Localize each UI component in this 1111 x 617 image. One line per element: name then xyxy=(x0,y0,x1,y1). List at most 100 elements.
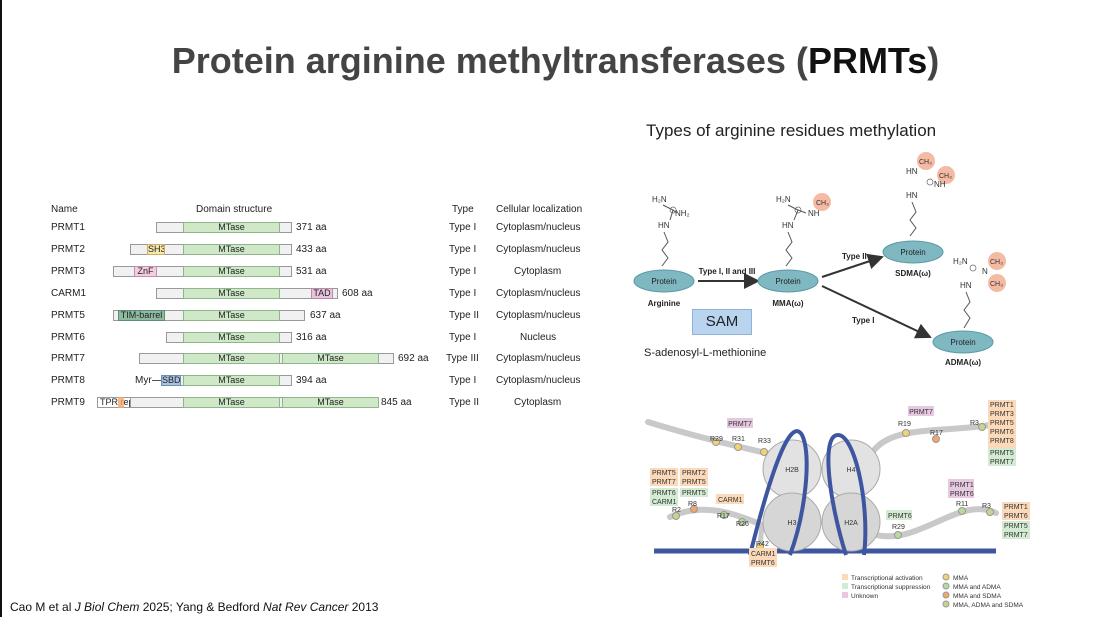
row-localization: Cytoplasm/nucleus xyxy=(496,222,581,233)
protein-label: Protein xyxy=(775,277,800,286)
domain-tim-barrel: TIM-barrel xyxy=(118,310,165,321)
sam-box: SAM xyxy=(692,309,752,335)
site-label: R8 xyxy=(688,501,697,508)
h2a-tail xyxy=(873,506,999,540)
svg-text:HN: HN xyxy=(782,221,794,230)
legend-mma-all: MMA, ADMA and SDMA xyxy=(953,602,1024,609)
adma-label: ADMA(ω) xyxy=(945,358,981,367)
tag-label: PRMT6 xyxy=(950,491,974,498)
row-type: Type I xyxy=(449,288,477,299)
row-length: 608 aa xyxy=(342,288,373,299)
row-type: Type II xyxy=(449,310,480,321)
tag-label: PRMT7 xyxy=(1004,532,1028,539)
site-label: R42 xyxy=(756,541,769,548)
row-length: 433 aa xyxy=(296,244,327,255)
histone-label: H2A xyxy=(844,520,858,527)
domain-sbd: SBD xyxy=(161,375,181,386)
domain-mtase: MTase xyxy=(183,266,280,277)
legend-mma-adma: MMA and ADMA xyxy=(953,584,1001,591)
tag-activation xyxy=(650,468,678,486)
row-name: PRMT8 xyxy=(51,375,85,386)
ch3-label: CH₃ xyxy=(816,200,829,207)
histone-label: H4 xyxy=(847,467,856,474)
tag-label: PRMT5 xyxy=(990,420,1014,427)
domain-mtase-2: MTase xyxy=(282,397,379,408)
site-mma-adma xyxy=(690,505,698,513)
row-type: Type I xyxy=(449,266,477,277)
tag-suppression xyxy=(886,510,912,520)
legend-suppression: Transcriptional suppression xyxy=(851,584,931,591)
svg-text:HN: HN xyxy=(906,191,918,200)
ch3-label: CH₃ xyxy=(939,173,952,180)
tag-label: PRMT1 xyxy=(1004,504,1028,511)
dna-wrap-right xyxy=(826,432,868,556)
tag-label: PRMT7 xyxy=(652,479,676,486)
row-type: Type I xyxy=(449,244,477,255)
row-length: 316 aa xyxy=(296,332,327,343)
tag-activation xyxy=(1002,502,1030,520)
site-mma-adma-sdma xyxy=(978,423,986,431)
row-name: PRMT7 xyxy=(51,353,85,364)
row-name: PRMT1 xyxy=(51,222,85,233)
row-length: 394 aa xyxy=(296,375,327,386)
protein-ellipse-mma xyxy=(757,269,819,293)
tag-activation xyxy=(716,494,744,504)
svg-text:HN: HN xyxy=(658,221,670,230)
row-name: PRMT6 xyxy=(51,332,85,343)
histone-label: H2B xyxy=(785,467,799,474)
tag-label: PRMT6 xyxy=(1004,513,1028,520)
tag-label: CARM1 xyxy=(751,551,776,558)
tag-activation xyxy=(988,400,1016,448)
tpr-marker xyxy=(118,397,124,408)
row-localization: Cytoplasm/nucleus xyxy=(496,310,581,321)
citation: Cao M et al J Biol Chem 2025; Yang & Bed… xyxy=(10,600,379,614)
dna-wrap-left xyxy=(748,429,809,556)
myr-label: Myr xyxy=(135,375,152,386)
domain-tad: TAD xyxy=(311,288,333,299)
ch3-label: CH₃ xyxy=(990,259,1003,266)
tag-label: PRMT5 xyxy=(1004,523,1028,530)
row-localization: Cytoplasm/nucleus xyxy=(496,353,581,364)
header-type: Type xyxy=(452,204,474,215)
row-localization: Cytoplasm xyxy=(514,397,562,408)
legend-mma-sdma: MMA and SDMA xyxy=(953,593,1002,600)
tag-label: PRMT6 xyxy=(751,560,775,567)
svg-text:HN: HN xyxy=(960,281,972,290)
sdma-label: SDMA(ω) xyxy=(895,269,931,278)
svg-text:H₂N: H₂N xyxy=(776,195,791,204)
domain-mtase: MTase xyxy=(183,397,280,408)
site-label: R2 xyxy=(672,507,681,514)
site-mma xyxy=(734,443,742,451)
domain-mtase: MTase xyxy=(183,353,280,364)
tag-label: PRMT3 xyxy=(990,411,1014,418)
slide-left-border xyxy=(0,0,2,617)
protein-ellipse-arginine xyxy=(633,269,695,293)
tag-label: PRMT5 xyxy=(990,450,1014,457)
domain-znf: ZnF xyxy=(134,266,157,277)
row-localization: Nucleus xyxy=(520,332,557,343)
row-name: PRMT5 xyxy=(51,310,85,321)
site-mma-adma-sdma xyxy=(986,508,994,516)
nucleosome-legend xyxy=(842,573,950,608)
tag-label: PRMT5 xyxy=(682,479,706,486)
site-label: R17 xyxy=(930,430,943,437)
svg-text:HN: HN xyxy=(906,167,918,176)
arrow-to-sdma xyxy=(821,253,884,278)
row-length: 692 aa xyxy=(398,353,429,364)
tag-label: PRMT5 xyxy=(682,490,706,497)
tag-label: CARM1 xyxy=(718,497,743,504)
row-localization: Cytoplasm/nucleus xyxy=(496,375,581,386)
tag-activation xyxy=(680,468,708,486)
tag-unknown xyxy=(948,479,974,498)
protein-label: Protein xyxy=(900,248,925,257)
myr-linker xyxy=(152,380,161,381)
site-label: R29 xyxy=(892,524,905,531)
slide-title: Protein arginine methyltransferases (PRM… xyxy=(171,40,940,81)
title-acronym: PRMTs xyxy=(807,40,928,81)
tag-suppression xyxy=(988,448,1016,466)
domain-mtase: MTase xyxy=(183,222,280,233)
row-length: 531 aa xyxy=(296,266,327,277)
svg-text:NH: NH xyxy=(808,209,820,218)
tag-suppression xyxy=(650,488,678,506)
domain-mtase: MTase xyxy=(183,375,280,386)
